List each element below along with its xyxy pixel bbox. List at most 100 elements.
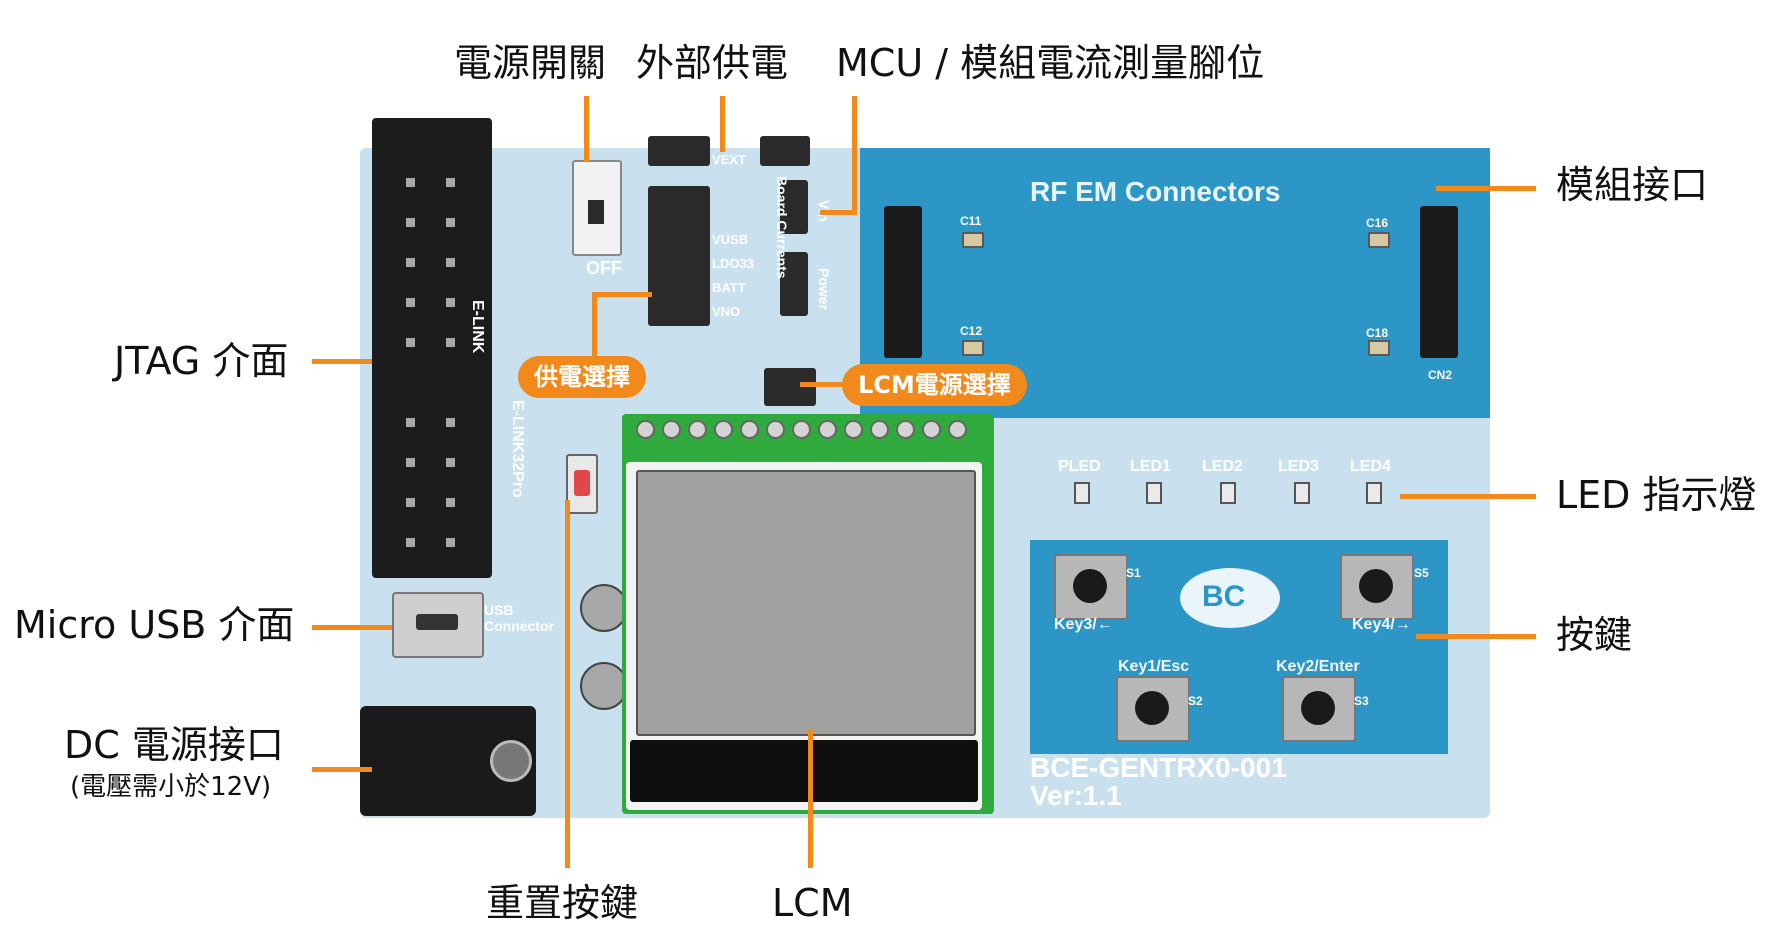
lcm-pad: [636, 420, 655, 439]
current-measure-header[interactable]: [760, 136, 810, 166]
lcm-pad: [922, 420, 941, 439]
external-power-header: [648, 136, 710, 166]
silk-cn2: CN2: [1428, 368, 1453, 382]
cap-c16: [1368, 232, 1390, 248]
silk-e-link: E-LINK: [469, 300, 486, 354]
led-label-pled: PLED: [1058, 458, 1101, 475]
lcm-pad: [896, 420, 915, 439]
lcm-pad: [844, 420, 863, 439]
key1-button[interactable]: [1116, 676, 1190, 742]
label-dc-power: DC 電源接口: [64, 723, 284, 767]
current-measure-header-2[interactable]: [780, 180, 808, 234]
cap-c11: [962, 232, 984, 248]
lcm-pad: [688, 420, 707, 439]
key4-label: Key4/→: [1352, 616, 1411, 633]
callout-line-external-power: [720, 96, 725, 152]
lcm-power-header[interactable]: [764, 368, 816, 406]
led-label-led3: LED3: [1278, 458, 1319, 475]
silk-s1: S1: [1126, 566, 1141, 580]
key3-label: Key3/←: [1054, 616, 1113, 633]
silk-s5: S5: [1414, 566, 1429, 580]
silk-batt: BATT: [712, 280, 746, 295]
label-jtag: JTAG 介面: [114, 339, 289, 383]
led-4: [1366, 482, 1382, 504]
silk-board-currents: Board Currents: [774, 176, 790, 279]
lcm-pad: [792, 420, 811, 439]
lcm-pad: [766, 420, 785, 439]
rf-connector-right: [1420, 206, 1458, 358]
reset-button[interactable]: [566, 454, 598, 514]
silk-c12: C12: [960, 324, 983, 338]
callout-line-jtag: [312, 359, 372, 364]
silk-off: OFF: [586, 258, 622, 278]
label-mcu-current: MCU / 模組電流測量腳位: [836, 41, 1265, 85]
callout-line-lcm: [808, 730, 813, 868]
electrolytic-cap-2: [580, 662, 628, 710]
rf-connector-left: [884, 206, 922, 358]
label-power-switch: 電源開關: [454, 41, 607, 85]
led-3: [1294, 482, 1310, 504]
label-micro-usb: Micro USB 介面: [14, 603, 295, 647]
callout-line-dc: [312, 767, 372, 772]
callout-line-power-select-h: [592, 292, 652, 297]
lcm-pad: [740, 420, 759, 439]
callout-line-reset: [565, 500, 570, 868]
cap-c12: [962, 340, 984, 356]
label-module-interface: 模組接口: [1556, 163, 1709, 207]
led-label-led2: LED2: [1202, 458, 1243, 475]
lcm-pad: [948, 420, 967, 439]
silk-vno: VNO: [712, 304, 741, 319]
key3-button[interactable]: [1054, 554, 1128, 620]
led-label-led1: LED1: [1130, 458, 1171, 475]
callout-line-mcu-current-h: [820, 210, 857, 215]
silk-c11: C11: [960, 214, 982, 228]
lcm-pad: [714, 420, 733, 439]
led-2: [1220, 482, 1236, 504]
cap-c18: [1368, 340, 1390, 356]
lcm-bezel-bottom: [630, 740, 978, 802]
silk-c18: C18: [1366, 326, 1389, 340]
lcm-pad: [662, 420, 681, 439]
label-lcm: LCM: [772, 881, 853, 925]
silk-vext: VEXT: [712, 152, 746, 167]
power-select-header[interactable]: [648, 186, 710, 326]
silk-usb: USB: [484, 602, 514, 618]
silk-e-link32: E-LINK32Pro: [509, 400, 526, 498]
jtag-connector: [372, 118, 492, 578]
micro-usb-connector[interactable]: [392, 592, 484, 658]
led-label-led4: LED4: [1350, 458, 1391, 475]
label-reset-key: 重置按鍵: [486, 881, 639, 925]
key4-button[interactable]: [1340, 554, 1414, 620]
pill-power-select: 供電選擇: [518, 356, 646, 398]
callout-line-led: [1400, 494, 1536, 499]
label-external-power: 外部供電: [636, 41, 789, 85]
callout-line-keys: [1416, 634, 1536, 639]
silk-s2: S2: [1188, 694, 1203, 708]
electrolytic-cap-1: [580, 584, 628, 632]
dc-jack[interactable]: [360, 706, 536, 816]
silk-s3: S3: [1354, 694, 1369, 708]
led-1: [1146, 482, 1162, 504]
current-measure-header-3[interactable]: [780, 252, 808, 316]
led-pled: [1074, 482, 1090, 504]
callout-line-mcu-current: [852, 96, 857, 214]
lcm-pad: [818, 420, 837, 439]
key2-button[interactable]: [1282, 676, 1356, 742]
rf-title: RF EM Connectors: [1030, 176, 1281, 207]
power-switch[interactable]: [572, 160, 622, 256]
board-model: BCE-GENTRX0-001: [1030, 752, 1287, 783]
silk-ldo33: LDO33: [712, 256, 754, 271]
lcm-pad: [870, 420, 889, 439]
callout-line-power-select: [592, 292, 597, 356]
bc-logo: [1180, 568, 1280, 628]
key1-label: Key1/Esc: [1118, 658, 1190, 675]
callout-line-power-switch: [584, 96, 589, 162]
label-dc-power-note: (電壓需小於12V): [70, 772, 272, 802]
silk-vusb: VUSB: [712, 232, 749, 247]
label-led: LED 指示燈: [1556, 473, 1757, 517]
board-version: Ver:1.1: [1030, 780, 1122, 811]
lcm-screen: [636, 470, 976, 736]
callout-line-module: [1436, 186, 1536, 191]
label-keys: 按鍵: [1556, 613, 1633, 657]
callout-line-usb: [312, 625, 392, 630]
